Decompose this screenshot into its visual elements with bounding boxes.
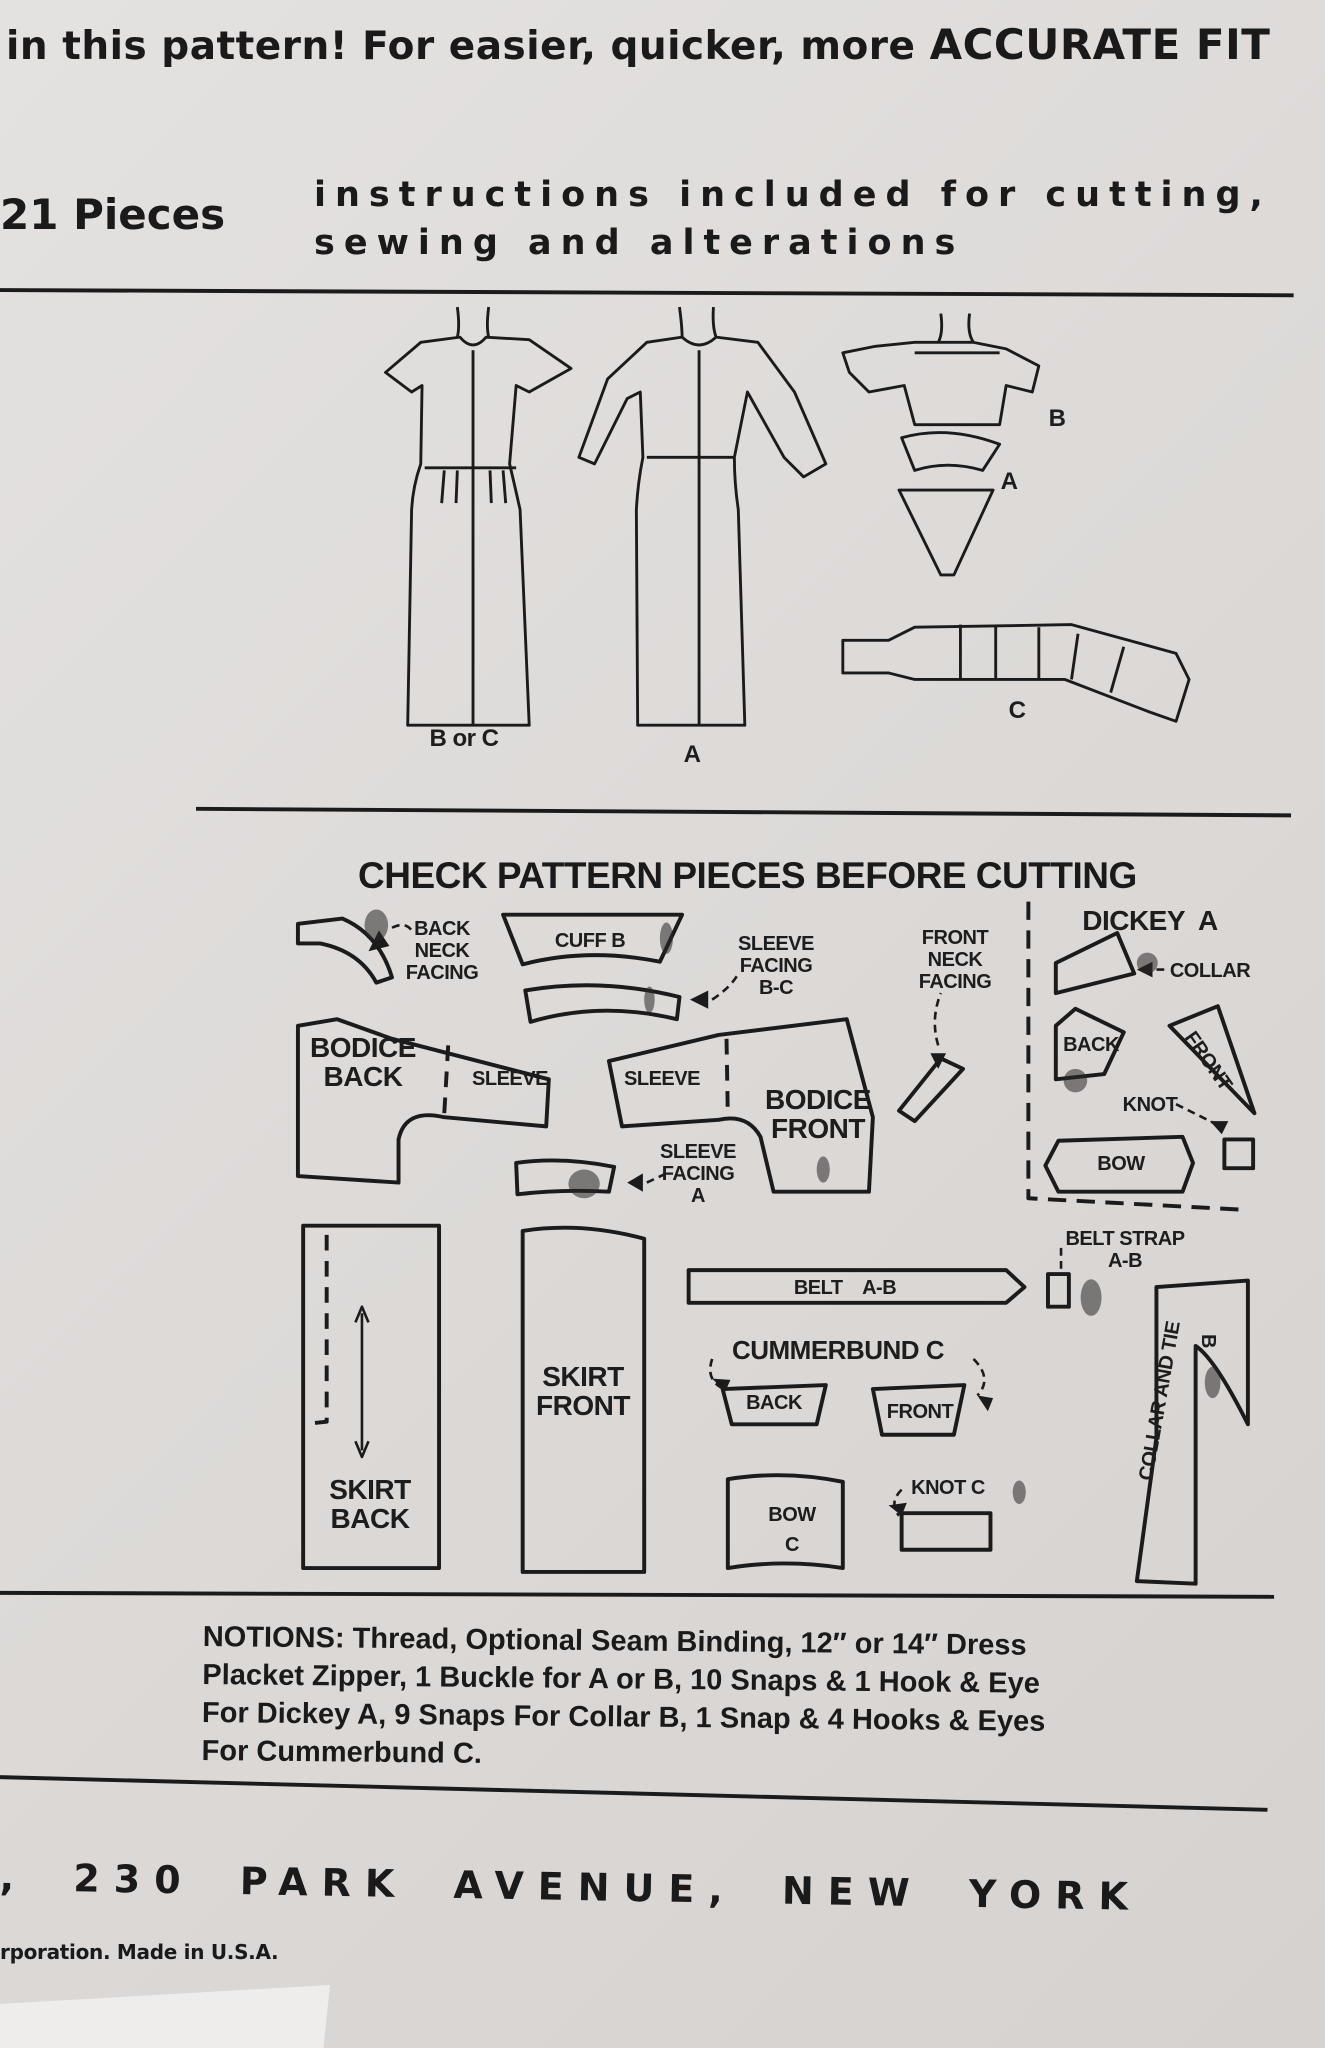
divider-line [195, 806, 1292, 818]
tagline: in this pattern! For easier, quicker, mo… [6, 24, 1270, 69]
tagline-emphasis: ACCURATE FIT [929, 20, 1271, 69]
pieces-count: 21 Pieces [0, 190, 226, 239]
divider-line [0, 288, 1294, 298]
label-belt: BELT A-B [793, 1277, 897, 1299]
view-label-cummerbund-c: C [1008, 697, 1026, 724]
dickey-collar-piece [1053, 931, 1137, 996]
divider-line [0, 1775, 1268, 1812]
dress-b-or-c-illustration [384, 306, 573, 727]
label-sleeve-back: SLEEVE [472, 1068, 548, 1090]
label-sleeve-facing-a: SLEEVE FACING A [660, 1141, 736, 1207]
dickey-front-piece [1167, 1004, 1257, 1116]
skirt-back-piece [301, 1223, 442, 1571]
instructions-line-1: instructions included for cutting, [314, 175, 1272, 215]
label-back-neck-facing: BACK NECK FACING [405, 918, 479, 984]
bow-c-piece [725, 1473, 845, 1571]
ink-smudges [364, 909, 1221, 1505]
label-bodice-front: BODICE FRONT [765, 1084, 871, 1145]
cummerbund-front-piece [870, 1383, 967, 1437]
belt-piece [686, 1268, 1027, 1305]
label-knot-c: KNOT C [911, 1477, 985, 1499]
label-skirt-front: SKIRT FRONT [536, 1361, 630, 1422]
label-dickey-knot: KNOT [1122, 1094, 1178, 1116]
label-bodice-back: BODICE BACK [310, 1032, 416, 1093]
label-dickey-bow: BOW [1097, 1153, 1145, 1175]
collar-and-tie-piece [1134, 1278, 1250, 1586]
label-front-neck-facing: FRONT NECK FACING [918, 927, 992, 993]
dress-a-illustration [577, 306, 828, 727]
pattern-pieces [295, 901, 1257, 1586]
label-collar-and-tie-view: B [1197, 1334, 1219, 1348]
label-skirt-back: SKIRT BACK [329, 1474, 411, 1535]
divider-line [0, 1590, 1275, 1599]
tagline-text: in this pattern! For easier, quicker, mo… [6, 24, 930, 69]
dickey-back-piece [1053, 1006, 1126, 1082]
knot-c-piece [899, 1511, 993, 1552]
label-bow-c: BOW C [768, 1504, 816, 1556]
bodice-back-piece [295, 1017, 551, 1185]
cuff-b-piece [501, 912, 685, 967]
bodice-front-piece [606, 1017, 875, 1194]
label-belt-strap: BELT STRAP A-B [1065, 1228, 1185, 1272]
pieces-title: CHECK PATTERN PIECES BEFORE CUTTING [358, 855, 1137, 896]
label-dickey-a: DICKEY A [1082, 905, 1218, 936]
front-neck-facing-piece [897, 1056, 965, 1124]
view-label-bodice-b: B [1048, 405, 1066, 432]
sleeve-facing-a-piece [514, 1158, 617, 1197]
view-label-dickey-a: A [1000, 468, 1018, 495]
back-neck-facing-piece [295, 916, 394, 985]
label-cummerbund-front: FRONT [886, 1401, 954, 1423]
label-cuff-b: CUFF B [554, 930, 626, 952]
label-cummerbund-c: CUMMERBUND C [731, 1335, 945, 1365]
label-dickey-back: BACK [1063, 1034, 1119, 1056]
view-label-b-or-c: B or C [429, 725, 500, 752]
skirt-front-piece [520, 1225, 647, 1574]
instructions-line-2: sewing and alterations [314, 223, 965, 263]
belt-strap-piece [1046, 1272, 1071, 1309]
cummerbund-back-piece [720, 1383, 828, 1427]
dickey-bow-piece [1043, 1134, 1195, 1194]
label-dickey-collar: COLLAR [1169, 960, 1251, 982]
label-sleeve-front: SLEEVE [624, 1068, 700, 1090]
view-label-a: A [683, 741, 701, 768]
sleeve-facing-bc-piece [523, 983, 682, 1024]
label-sleeve-facing-bc: SLEEVE FACING B-C [738, 933, 814, 999]
notions: NOTIONS: Thread, Optional Seam Binding, … [201, 1618, 1046, 1779]
copyright-line: rporation. Made in U.S.A. [0, 1940, 279, 1964]
label-cummerbund-back: BACK [746, 1392, 802, 1414]
dickey-knot-piece [1222, 1137, 1256, 1171]
view-details-illustration [841, 313, 1191, 723]
